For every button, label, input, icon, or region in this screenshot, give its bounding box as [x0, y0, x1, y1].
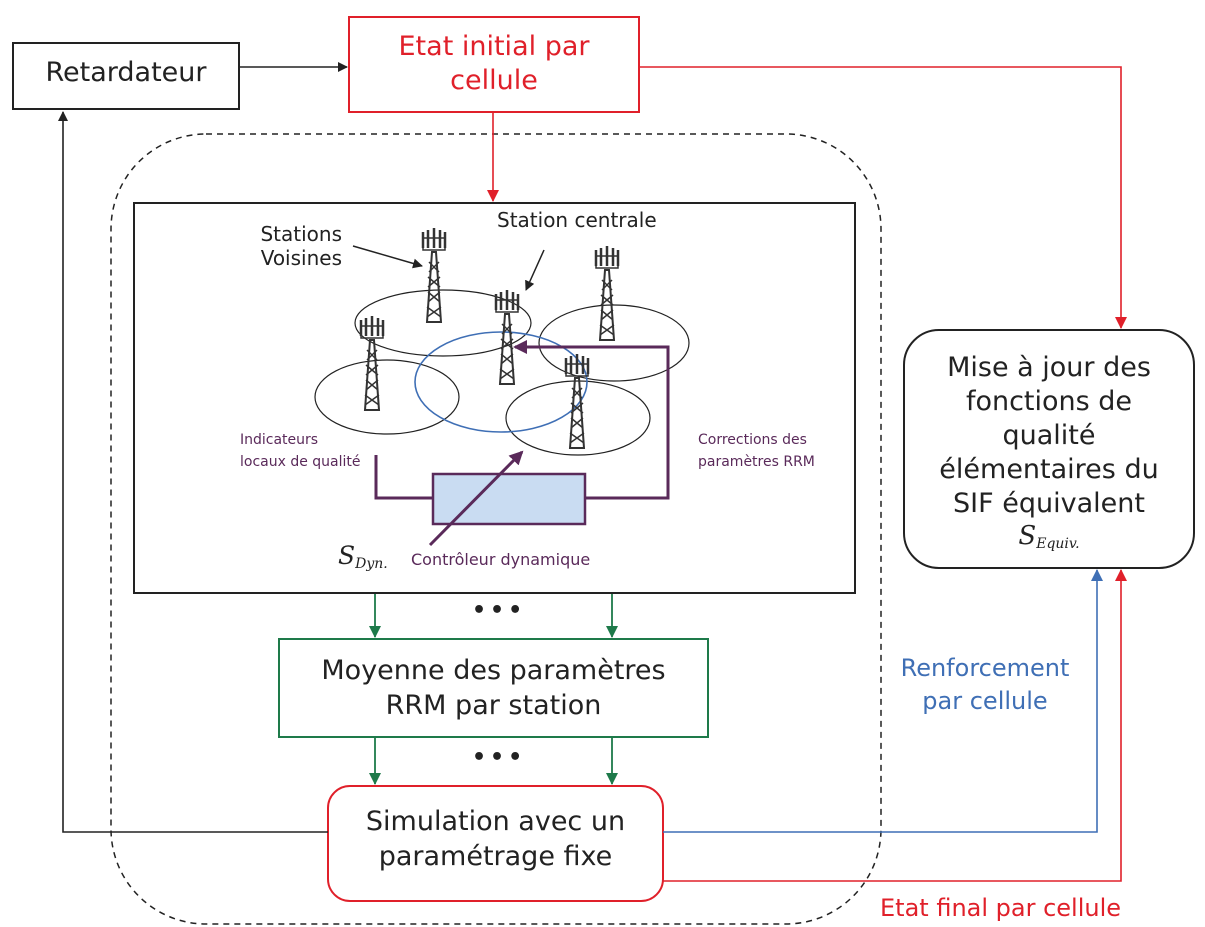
cell-bottom-right: [505, 380, 651, 456]
etat-final-label: Etat final par cellule: [880, 894, 1122, 922]
controller-block: [431, 472, 587, 526]
simulation-box: [327, 785, 664, 902]
mise-a-jour-box: [903, 329, 1195, 569]
controller-loop-left: [374, 455, 433, 500]
etat-initial-label-1: Etat initial par: [398, 31, 590, 62]
stations-voisines-label-1: Stations: [260, 222, 342, 246]
etat-initial-label-2: cellule: [450, 65, 538, 96]
pointer-station-centrale: [525, 249, 545, 291]
cell-right: [538, 304, 690, 382]
dots-bottom: •••: [472, 745, 527, 770]
cell-left: [314, 359, 460, 435]
s-equiv-sub: Equiv.: [1036, 536, 1080, 553]
simulation-label-2: paramétrage fixe: [378, 841, 613, 872]
s-dyn-symbol: SDyn.: [338, 541, 388, 572]
retardateur-label: Retardateur: [45, 57, 207, 88]
corrections-label-2: paramètres RRM: [698, 454, 815, 470]
arrow-renforcement: [663, 569, 1103, 833]
controller-loop-right: [513, 340, 670, 500]
mise-a-jour-label-4: élémentaires du: [939, 454, 1159, 485]
corrections-label-1: Corrections des: [698, 432, 807, 448]
stations-voisines-label-2: Voisines: [260, 246, 342, 270]
controleur-label: Contrôleur dynamique: [411, 550, 591, 569]
s-dyn-sub: Dyn.: [355, 556, 388, 573]
indicateurs-label-2: locaux de qualité: [240, 454, 361, 470]
indicateurs-label-1: Indicateurs: [240, 432, 319, 448]
cell-central: [414, 331, 588, 433]
moyenne-box: [278, 638, 709, 738]
cell-top: [354, 289, 532, 357]
arrow-simulation-to-retardateur: [58, 111, 328, 833]
arrow-etat-initial-to-mise-a-jour: [639, 66, 1127, 329]
s-equiv-symbol: SEquiv.: [904, 521, 1194, 552]
arrow-etat-final: [663, 569, 1127, 882]
controller-adjust-arrow: [428, 450, 524, 547]
mise-a-jour-label-5: SIF équivalent: [953, 488, 1145, 519]
simulation-frame: [133, 202, 856, 594]
simulation-label-1: Simulation avec un: [365, 806, 626, 837]
retardateur-box: [12, 42, 240, 110]
renforcement-label-1: Renforcement: [900, 654, 1070, 682]
s-equiv-base: S: [1018, 521, 1037, 551]
mise-a-jour-label-2: fonctions de: [965, 386, 1133, 417]
s-dyn-base: S: [338, 541, 356, 570]
renforcement-label-2: par cellule: [922, 687, 1048, 715]
moyenne-label-1: Moyenne des paramètres: [321, 655, 666, 686]
pointer-stations-voisines: [352, 245, 423, 269]
mise-a-jour-label-1: Mise à jour des: [947, 352, 1151, 383]
station-centrale-label: Station centrale: [497, 208, 657, 232]
mise-a-jour-label-3: qualité: [1002, 420, 1096, 451]
dynamic-loop-region: [110, 133, 882, 925]
etat-initial-box: [348, 16, 640, 113]
moyenne-label-2: RRM par station: [385, 690, 602, 721]
dots-top: •••: [472, 598, 527, 623]
